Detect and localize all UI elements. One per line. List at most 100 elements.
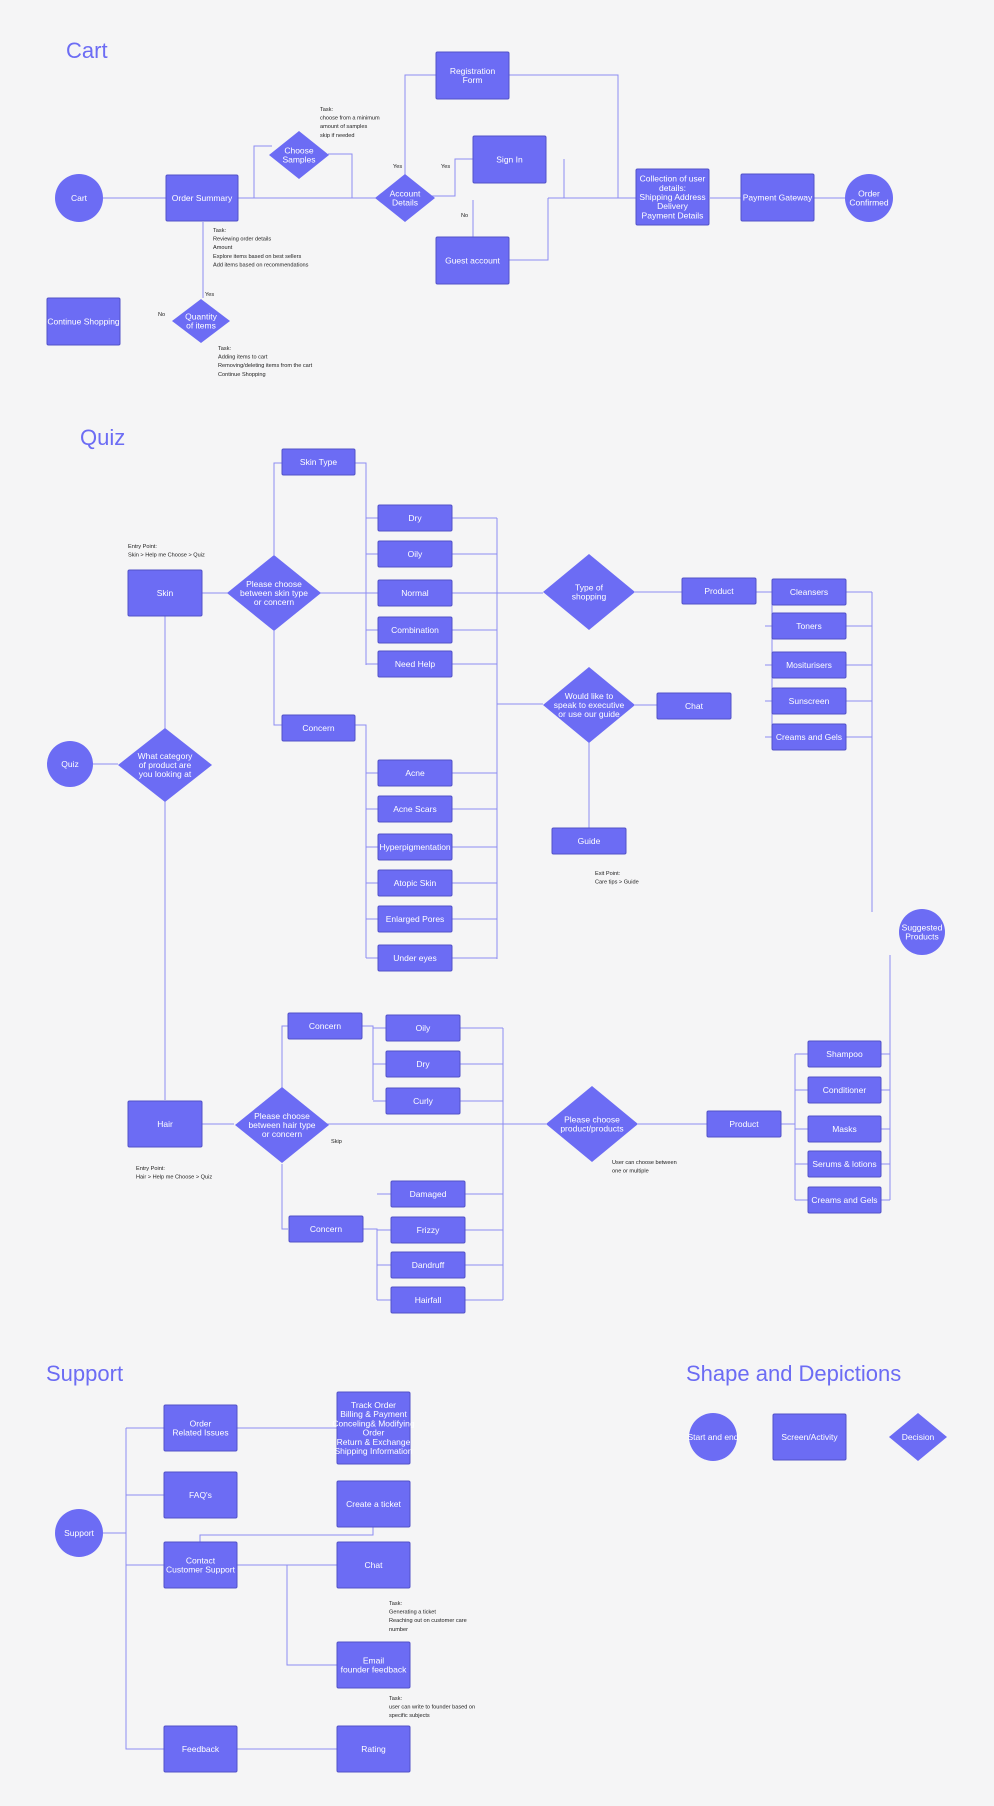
hair-product-option-4: Creams and Gels <box>807 1186 882 1214</box>
skin-product-option-3: Sunscreen <box>771 687 847 715</box>
hair-concern-option-3-shape <box>390 1286 466 1314</box>
order-summary-box-label: Order Summary <box>172 193 233 203</box>
account-details-diamond-shape <box>375 174 435 222</box>
edge-account-signin <box>432 158 473 197</box>
skin-type-option-2: Normal <box>377 579 453 607</box>
skin-product-option-4: Creams and Gels <box>771 723 847 751</box>
edge-support-trunk <box>103 1532 164 1750</box>
sign-in-box: Sign In <box>472 135 547 184</box>
rating-box-shape <box>336 1725 411 1773</box>
hair-concern-option-0-label: Damaged <box>410 1189 447 1199</box>
hair-concern-top-box-label: Concern <box>309 1021 341 1031</box>
edge-hair-concern-top-trunk <box>362 1025 374 1100</box>
cart-start-circle-label: Cart <box>71 193 88 203</box>
hair-choose-diamond-shape <box>235 1087 329 1163</box>
feedback-box-shape <box>163 1725 238 1773</box>
support-section-title: Support <box>46 1361 124 1386</box>
skin-concern-option-2-shape <box>377 833 453 861</box>
hair-type-option-2-shape <box>385 1087 461 1115</box>
skin-product-option-1-shape <box>771 612 847 640</box>
hair-type-option-2-label: Curly <box>413 1096 434 1106</box>
skin-entry-note: Entry Point:Skin > Help me Choose > Quiz <box>128 544 205 559</box>
skin-concern-option-0-label: Acne <box>405 768 425 778</box>
skin-concern-option-4-label: Enlarged Pores <box>386 914 445 924</box>
yes-label-signin: Yes <box>441 164 450 170</box>
hair-product-option-2: Masks <box>807 1115 882 1143</box>
skin-concern-option-3-shape <box>377 869 453 897</box>
faq-box-label: FAQ's <box>189 1490 212 1500</box>
support-start-circle: Support <box>55 1509 103 1557</box>
edge-registration-join <box>509 74 619 198</box>
skin-type-option-4-shape <box>377 650 453 678</box>
continue-shopping-box-label: Continue Shopping <box>47 317 120 327</box>
guest-account-box: Guest account <box>435 236 510 285</box>
hair-product-option-0-label: Shampoo <box>826 1049 863 1059</box>
skin-concern-option-1-shape <box>377 795 453 823</box>
legend-start-end-circle: Start and end <box>687 1413 739 1461</box>
hair-concern-option-1: Frizzy <box>390 1216 466 1244</box>
chat-box: Chat <box>656 692 732 720</box>
quiz-start-circle-shape <box>47 741 93 787</box>
hair-product-option-3-label: Serums & lotions <box>812 1159 876 1169</box>
quantity-items-diamond-shape <box>172 299 230 343</box>
skin-product-box-shape <box>681 577 757 605</box>
continue-shopping-box: Continue Shopping <box>46 297 121 346</box>
choose-samples-diamond-shape <box>269 131 329 179</box>
hair-product-option-1-shape <box>807 1076 882 1104</box>
skin-product-option-2: Mositurisers <box>771 651 847 679</box>
hair-concern-top-box-shape <box>287 1012 363 1040</box>
payment-gateway-box-label: Payment Gateway <box>743 193 813 203</box>
hair-product-box: Product <box>706 1110 782 1138</box>
exit-point-note: Exit Point:Care tips > Guide <box>595 871 639 886</box>
skin-concern-box: Concern <box>281 714 356 742</box>
category-diamond-shape <box>118 728 212 802</box>
edge-account-registration <box>404 74 436 178</box>
no-label-quantity: No <box>158 312 165 318</box>
create-ticket-box-shape <box>336 1480 411 1528</box>
hair-product-option-0-shape <box>807 1040 882 1068</box>
rating-box: Rating <box>336 1725 411 1773</box>
no-label-account: No <box>461 213 468 219</box>
skin-type-option-3-label: Combination <box>391 625 439 635</box>
hair-product-option-2-label: Masks <box>832 1124 857 1134</box>
skin-concern-option-2-label: Hyperpigmentation <box>379 842 451 852</box>
skin-product-option-4-shape <box>771 723 847 751</box>
continue-shopping-box-shape <box>46 297 121 346</box>
hair-concern-option-2-label: Dandruff <box>412 1260 445 1270</box>
cart-section-title: Cart <box>66 38 108 63</box>
faq-box-shape <box>163 1471 238 1519</box>
hair-concern-option-1-label: Frizzy <box>417 1225 440 1235</box>
feedback-box: Feedback <box>163 1725 238 1773</box>
skin-concern-option-2: Hyperpigmentation <box>377 833 453 861</box>
sign-in-box-label: Sign In <box>496 155 523 165</box>
guest-account-box-shape <box>435 236 510 285</box>
yes-label-account: Yes <box>393 164 402 170</box>
hair-product-option-3-shape <box>807 1150 882 1178</box>
edge-summary-samples <box>238 145 272 199</box>
skin-product-option-0-shape <box>771 578 847 606</box>
legend-screen-box: Screen/Activity <box>772 1413 847 1461</box>
hair-type-option-2: Curly <box>385 1087 461 1115</box>
hair-concern-option-3-label: Hairfall <box>415 1295 442 1305</box>
chat-box-label: Chat <box>685 701 704 711</box>
skin-concern-option-0-shape <box>377 759 453 787</box>
hair-product-option-1-label: Conditioner <box>823 1085 867 1095</box>
edge-samples-join <box>328 153 353 198</box>
hair-concern-option-0-shape <box>390 1180 466 1208</box>
hair-concern-option-2-shape <box>390 1251 466 1279</box>
skin-type-option-1: Oily <box>377 540 453 568</box>
order-summary-box-shape <box>165 174 239 222</box>
